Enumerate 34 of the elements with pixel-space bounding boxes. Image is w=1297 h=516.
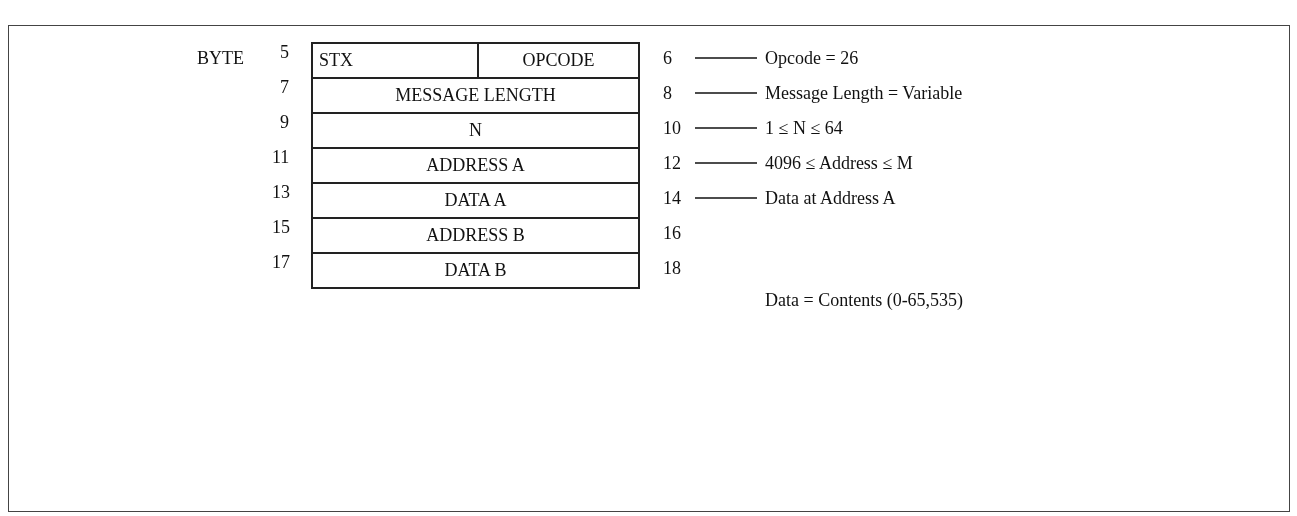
byte-number: 12 [663, 152, 681, 174]
field-cell: ADDRESS B [311, 217, 640, 254]
byte-number: 11 [272, 146, 290, 168]
byte-number: 17 [272, 251, 290, 273]
byte-number: 8 [663, 82, 672, 104]
byte-number: 15 [272, 216, 290, 238]
note-text: Opcode = 26 [765, 47, 859, 69]
field-cell: MESSAGE LENGTH [311, 77, 640, 114]
leader-line [694, 92, 758, 94]
byte-number: 14 [663, 187, 681, 209]
field-cell: OPCODE [477, 42, 640, 79]
note-text: Message Length = Variable [765, 82, 963, 104]
byte-number: 5 [280, 41, 289, 63]
note-text: Data = Contents (0-65,535) [765, 289, 964, 311]
byte-number: 16 [663, 222, 681, 244]
field-cell: DATA B [311, 252, 640, 289]
leader-line [694, 127, 758, 129]
field-cell: ADDRESS A [311, 147, 640, 184]
byte-number: 18 [663, 257, 681, 279]
note-text: Data at Address A [765, 187, 896, 209]
field-cell: N [311, 112, 640, 149]
note-text: 1 ≤ N ≤ 64 [765, 117, 843, 139]
byte-number: 7 [280, 76, 289, 98]
byte-number: 9 [280, 111, 289, 133]
byte-label: BYTE [197, 47, 244, 69]
byte-number: 10 [663, 117, 681, 139]
leader-line [694, 162, 758, 164]
note-text: 4096 ≤ Address ≤ M [765, 152, 913, 174]
leader-line [694, 197, 758, 199]
byte-number: 13 [272, 181, 290, 203]
leader-line [694, 57, 758, 59]
field-cell: STX [311, 42, 479, 79]
byte-number: 6 [663, 47, 672, 69]
field-cell: DATA A [311, 182, 640, 219]
